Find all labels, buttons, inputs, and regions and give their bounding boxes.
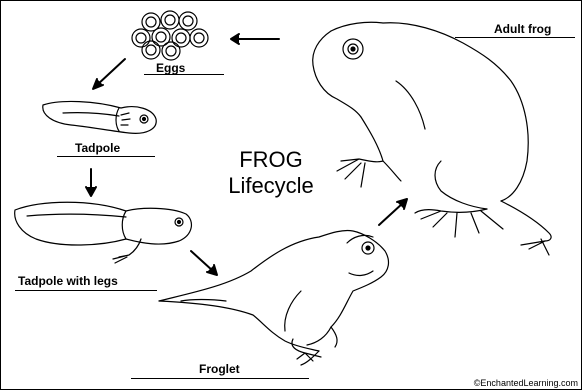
underline-adult-frog xyxy=(455,37,575,38)
underline-froglet xyxy=(131,378,309,379)
label-froglet: Froglet xyxy=(199,362,240,376)
underline-tadpole xyxy=(57,156,155,157)
label-adult-frog: Adult frog xyxy=(494,22,551,36)
label-tadpole: Tadpole xyxy=(75,141,120,155)
froglet-drawing xyxy=(159,230,388,365)
title-line-1: FROG xyxy=(215,147,327,173)
credit-text: ©EnchantedLearning.com xyxy=(474,378,578,388)
eggs-cluster xyxy=(132,11,208,60)
arrow-froglet-to-adult xyxy=(379,203,403,225)
underline-tadpole-with-legs xyxy=(15,290,157,291)
label-tadpole-with-legs: Tadpole with legs xyxy=(18,274,118,288)
tadpole-with-legs-drawing xyxy=(15,202,192,263)
diagram-title: FROG Lifecycle xyxy=(215,147,327,199)
tadpole-drawing xyxy=(43,101,156,133)
adult-frog-drawing xyxy=(313,22,551,255)
title-line-2: Lifecycle xyxy=(215,173,327,199)
arrow-eggs-to-tadpole xyxy=(97,59,125,85)
arrow-legs-to-froglet xyxy=(191,251,213,271)
label-eggs: Eggs xyxy=(156,61,185,75)
underline-eggs xyxy=(144,74,224,75)
